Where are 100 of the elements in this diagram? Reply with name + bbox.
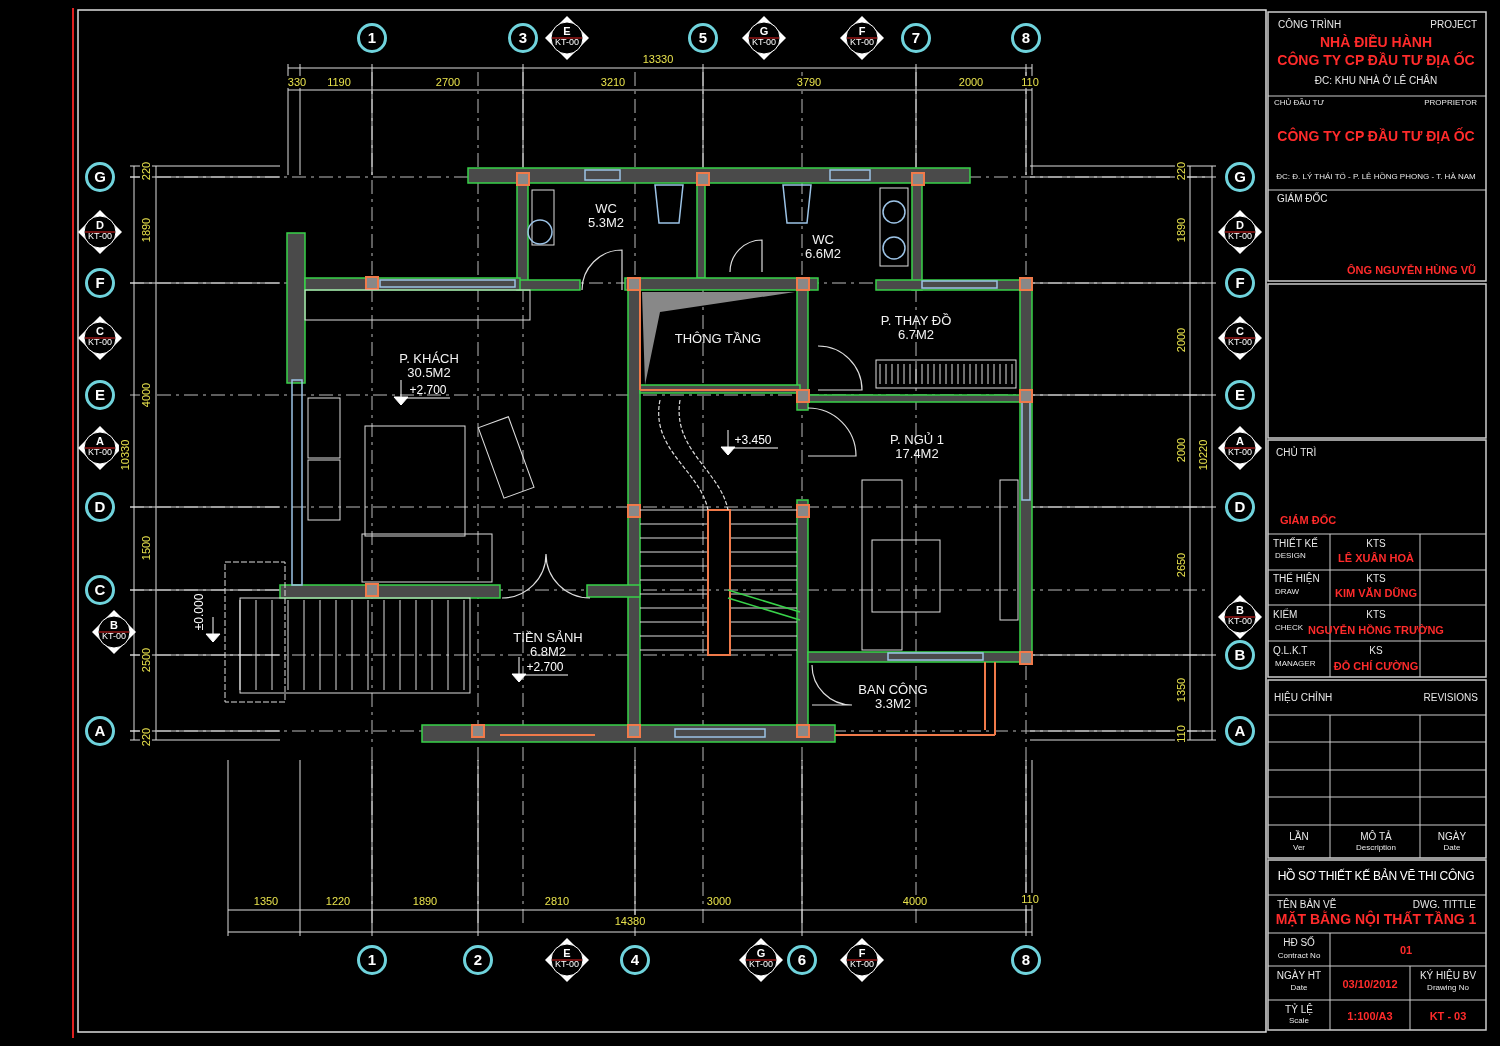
title-block-text: THIẾT KẾ <box>1273 537 1318 549</box>
title-block-text: Date <box>1443 843 1461 853</box>
title-block-text: DRAW <box>1275 587 1300 597</box>
grid-axis-bubble: 8 <box>1011 23 1041 53</box>
dimension-text: 1890 <box>411 894 439 908</box>
dimension-text: 1220 <box>324 894 352 908</box>
title-block-text: 03/10/2012 <box>1342 977 1398 991</box>
dimension-text: 4000 <box>901 894 929 908</box>
section-marker: B KT-00 <box>1218 595 1262 639</box>
room-label: BAN CÔNG 3.3M2 <box>858 682 928 712</box>
grid-axis-bubble: 1 <box>357 23 387 53</box>
grid-axis-bubble: 5 <box>688 23 718 53</box>
dimension-text: 2700 <box>434 75 462 89</box>
section-marker: F KT-00 <box>840 16 884 60</box>
title-block-text: MANAGER <box>1275 659 1316 669</box>
title-block-heading: HỒ SƠ THIẾT KẾ BẢN VẼ THI CÔNG <box>1277 870 1475 884</box>
title-block-text: Scale <box>1289 1016 1309 1026</box>
title-block-text: GIÁM ĐỐC <box>1277 192 1328 204</box>
title-block-text: CÔNG TRÌNH <box>1278 18 1342 30</box>
dimension-text: 10330 <box>118 438 132 472</box>
dimension-text: 110 <box>1020 892 1040 906</box>
dimension-text: 14380 <box>613 914 647 928</box>
section-marker: A KT-00 <box>1218 426 1262 470</box>
title-block-text: CÔNG TY CP ĐẦU TƯ ĐỊA ỐC <box>1277 53 1475 69</box>
room-label: THÔNG TẦNG <box>674 331 762 347</box>
grid-axis-bubble: 1 <box>357 945 387 975</box>
title-block-text: REVISIONS <box>1423 691 1478 703</box>
section-marker: D KT-00 <box>1218 210 1262 254</box>
title-block-text: Q.L.K.T <box>1273 644 1308 656</box>
dimension-text: 2000 <box>1174 436 1188 464</box>
grid-axis-bubble: B <box>1225 640 1255 670</box>
title-block-text: LẦN <box>1289 830 1309 842</box>
title-block-text: DESIGN <box>1275 551 1306 561</box>
title-block-text: CHỦ TRÌ <box>1276 446 1317 458</box>
title-block-text: TỶ LỆ <box>1285 1003 1313 1015</box>
grid-axis-bubble: E <box>1225 380 1255 410</box>
grid-axis-bubble: A <box>85 716 115 746</box>
dimension-text: 110 <box>1020 75 1040 89</box>
title-block-text: LÊ XUÂN HOÀ <box>1338 551 1414 565</box>
title-block-text: KS <box>1369 644 1383 656</box>
title-block-text: NGÀY HT <box>1276 969 1322 981</box>
title-block-text: ĐC: KHU NHÀ Ở LÊ CHÂN <box>1314 74 1438 86</box>
title-block-text: CÔNG TY CP ĐẦU TƯ ĐỊA ỐC <box>1277 129 1475 145</box>
dimension-text: 220 <box>139 726 153 748</box>
section-marker: F KT-00 <box>840 938 884 982</box>
dimension-text: 220 <box>1174 160 1188 182</box>
dimension-text: 1500 <box>139 534 153 562</box>
grid-axis-bubble: 7 <box>901 23 931 53</box>
room-label: P. NGỦ 1 17.4M2 <box>890 432 944 462</box>
dimension-text: 4000 <box>139 381 153 409</box>
title-block-text: CHỦ ĐẦU TƯ <box>1274 98 1325 108</box>
title-block-text: MÔ TẢ <box>1360 830 1392 842</box>
title-block-text: Contract No <box>1277 951 1321 961</box>
section-marker: G KT-00 <box>742 16 786 60</box>
title-block-text: KIỂM <box>1273 608 1298 620</box>
title-block-text: ĐỖ CHÍ CƯỜNG <box>1333 659 1419 673</box>
title-block-text: Date <box>1290 983 1308 993</box>
grid-axis-bubble: F <box>85 268 115 298</box>
title-block-text: GIÁM ĐỐC <box>1280 513 1337 527</box>
dimension-text: 1890 <box>139 216 153 244</box>
title-block-text: Description <box>1356 843 1396 853</box>
grid-axis-bubble: D <box>85 492 115 522</box>
title-block-text: KTS <box>1366 537 1386 549</box>
level-text: ±0.000 <box>193 593 207 631</box>
title-block-text: CHECK <box>1275 623 1303 633</box>
section-marker: G KT-00 <box>739 938 783 982</box>
title-block-text: NHÀ ĐIỀU HÀNH <box>1320 35 1432 51</box>
dimension-text: 330 <box>286 75 308 89</box>
section-marker: C KT-00 <box>1218 316 1262 360</box>
level-text: +2.700 <box>526 661 564 675</box>
title-block-text: KIM VĂN DŨNG <box>1335 586 1417 600</box>
dimension-text: 1350 <box>252 894 280 908</box>
dimension-text: 1350 <box>1174 676 1188 704</box>
title-block-text: HIỆU CHỈNH <box>1274 691 1333 703</box>
section-marker: B KT-00 <box>92 610 136 654</box>
title-block-text: THỂ HIỆN <box>1273 572 1320 584</box>
title-block-text: ÔNG NGUYỄN HÙNG VŨ <box>1347 263 1476 277</box>
title-block-text: Drawing No <box>1427 983 1469 993</box>
room-label: P. KHÁCH 30.5M2 <box>399 351 459 381</box>
title-block-text: MẶT BẰNG NỘI THẤT TẦNG 1 <box>1275 912 1477 928</box>
title-block-text: DWG. TITTLE <box>1412 898 1476 910</box>
dimension-text: 3790 <box>795 75 823 89</box>
title-block-text: PROPRIETOR <box>1424 98 1477 108</box>
title-block-text: TÊN BẢN VẼ <box>1277 898 1337 910</box>
grid-axis-bubble: 8 <box>1011 945 1041 975</box>
room-label: TIỀN SẢNH 6.8M2 <box>513 630 583 660</box>
section-marker: E KT-00 <box>545 938 589 982</box>
title-block-text: Ver <box>1293 843 1305 853</box>
room-label: P. THAY ĐỒ 6.7M2 <box>880 313 952 343</box>
dimension-text: 220 <box>139 160 153 182</box>
section-marker: D KT-00 <box>78 210 122 254</box>
title-block-text: 1:100/A3 <box>1347 1009 1393 1023</box>
grid-axis-bubble: 2 <box>463 945 493 975</box>
dimension-text: 2000 <box>1174 326 1188 354</box>
grid-axis-bubble: F <box>1225 268 1255 298</box>
grid-axis-bubble: 6 <box>787 945 817 975</box>
grid-axis-bubble: 4 <box>620 945 650 975</box>
grid-axis-bubble: A <box>1225 716 1255 746</box>
grid-axis-bubble: C <box>85 575 115 605</box>
title-block-text: HĐ SỐ <box>1283 936 1315 948</box>
